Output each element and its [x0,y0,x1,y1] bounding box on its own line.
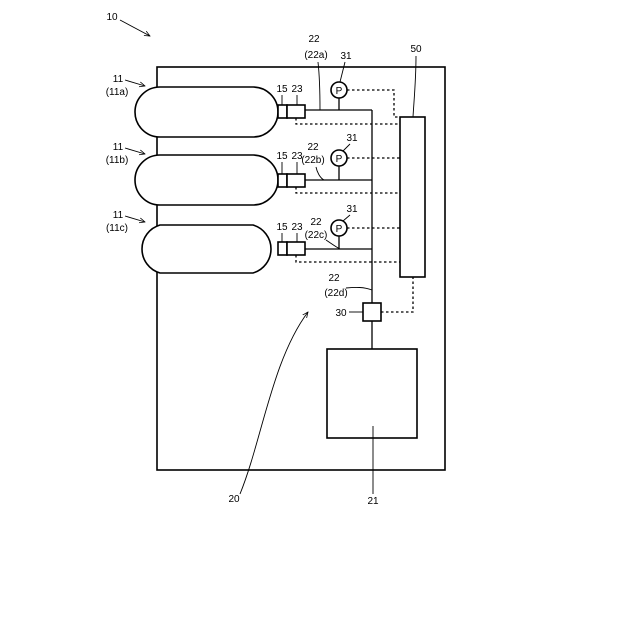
tank-11c-body [142,225,271,273]
label-pipe-22a: 22 [308,34,320,45]
pressure-sensor-a-glyph: P [336,86,343,97]
pressure-sensor-c-glyph: P [336,224,343,235]
label-pipe-22c: 22 [310,217,322,228]
label-valve-23-c: 23 [291,222,303,233]
plug-15-11b [278,174,287,187]
label-valve-30: 30 [335,308,347,319]
label-sensor-31-a: 31 [340,51,352,62]
controller-50 [400,117,425,277]
label-plug-15-b: 15 [276,151,288,162]
label-controller-50: 50 [410,44,422,55]
label-main-pipe-22: 22 [328,273,340,284]
label-plug-15-a: 15 [276,84,288,95]
label-pipe-22a-sub: (22a) [304,50,327,61]
pressure-sensor-b-glyph: P [336,154,343,165]
label-sensor-31-c: 31 [346,204,358,215]
label-system-10: 10 [106,12,118,23]
label-valve-23-a: 23 [291,84,303,95]
label-tank-11b-sub: (11b) [106,155,129,166]
supply-target-21 [327,349,417,438]
label-supply-target-21: 21 [367,496,379,507]
label-sensor-31-b: 31 [346,133,358,144]
label-plug-15-c: 15 [276,222,288,233]
label-tank-11c-sub: (11c) [106,223,128,234]
valve-23-11c [287,242,305,255]
valve-23-11b [287,174,305,187]
pressure-sensor-a: P [331,82,347,110]
label-tank-group-20: 20 [228,494,240,505]
label-main-pipe-22d: (22d) [324,288,347,299]
label-tank-11a: 11 [113,74,124,85]
label-tank-11a-sub: (11a) [106,87,129,98]
label-pipe-22b: 22 [307,142,319,153]
label-tank-11c: 11 [113,210,124,221]
tank-11a-body [135,87,278,137]
pressure-sensor-b: P [331,150,347,180]
valve-30 [363,303,381,321]
label-pipe-22b-sub: (22b) [301,155,324,166]
tank-11b-body [135,155,278,205]
valve-23-11a [287,105,305,118]
label-pipe-22c-sub: (22c) [305,230,328,241]
plug-15-11c [278,242,287,255]
tank-11b [135,155,305,205]
label-tank-11b: 11 [113,142,124,153]
signal-lines [296,90,413,312]
plug-15-11a [278,105,287,118]
